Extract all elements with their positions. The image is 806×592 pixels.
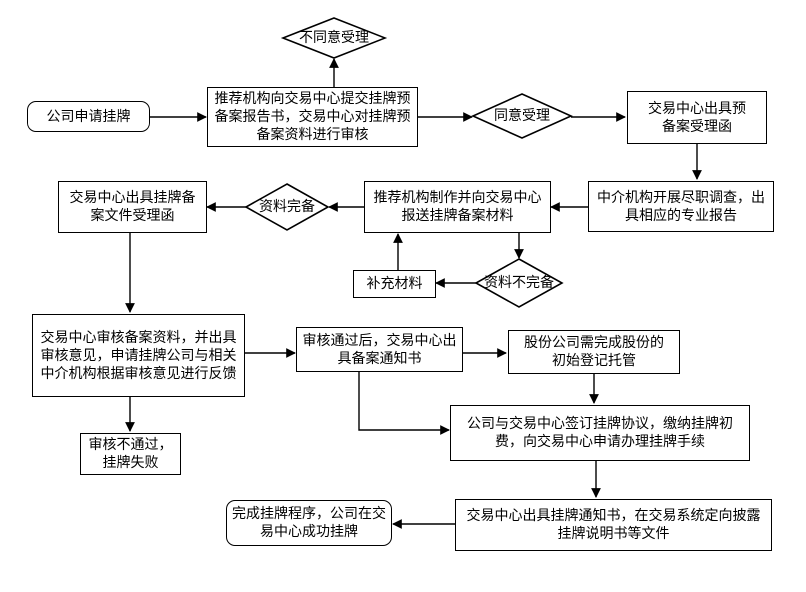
node-supplement: 补充材料 (353, 270, 436, 298)
label-docs-complete: 资料完备 (259, 199, 315, 215)
node-listing-notice: 交易中心出具挂牌通知书，在交易系统定向披露挂牌说明书等文件 (455, 499, 772, 551)
node-center-review: 交易中心审核备案资料，并出具审核意见，申请挂牌公司与相关中介机构根据审核意见进行… (32, 314, 245, 397)
node-company-apply: 公司申请挂牌 (27, 101, 150, 132)
diamond-accepted (471, 93, 573, 139)
node-center-prefiling-letter: 交易中心出具预备案受理函 (627, 91, 767, 144)
node-custody: 股份公司需完成股份的初始登记托管 (508, 330, 680, 374)
diamond-not-accepted (280, 17, 388, 59)
arrow-pass-to-sign (358, 372, 450, 435)
node-complete: 完成挂牌程序，公司在交易中心成功挂牌 (226, 500, 392, 546)
node-review-fail: 审核不通过，挂牌失败 (80, 433, 181, 475)
node-sponsor-prepare: 推荐机构制作并向交易中心报送挂牌备案材料 (364, 181, 551, 233)
label-docs-incomplete: 资料不完备 (484, 275, 554, 291)
label-accepted: 同意受理 (494, 108, 550, 124)
node-sign-agreement: 公司与交易中心签订挂牌协议，缴纳挂牌初费，向交易中心申请办理挂牌手续 (450, 405, 750, 461)
diamond-docs-complete (244, 183, 330, 231)
node-review-pass: 审核通过后，交易中心出具备案通知书 (296, 327, 463, 372)
node-sponsor-submit: 推荐机构向交易中心提交挂牌预备案报告书，交易中心对挂牌预备案资料进行审核 (207, 87, 418, 147)
diamond-docs-incomplete (474, 258, 564, 308)
node-intermediary-dd: 中介机构开展尽职调查，出具相应的专业报告 (588, 181, 774, 232)
node-center-filing-letter: 交易中心出具挂牌备案文件受理函 (58, 181, 207, 233)
label-not-accepted: 不同意受理 (299, 30, 369, 46)
